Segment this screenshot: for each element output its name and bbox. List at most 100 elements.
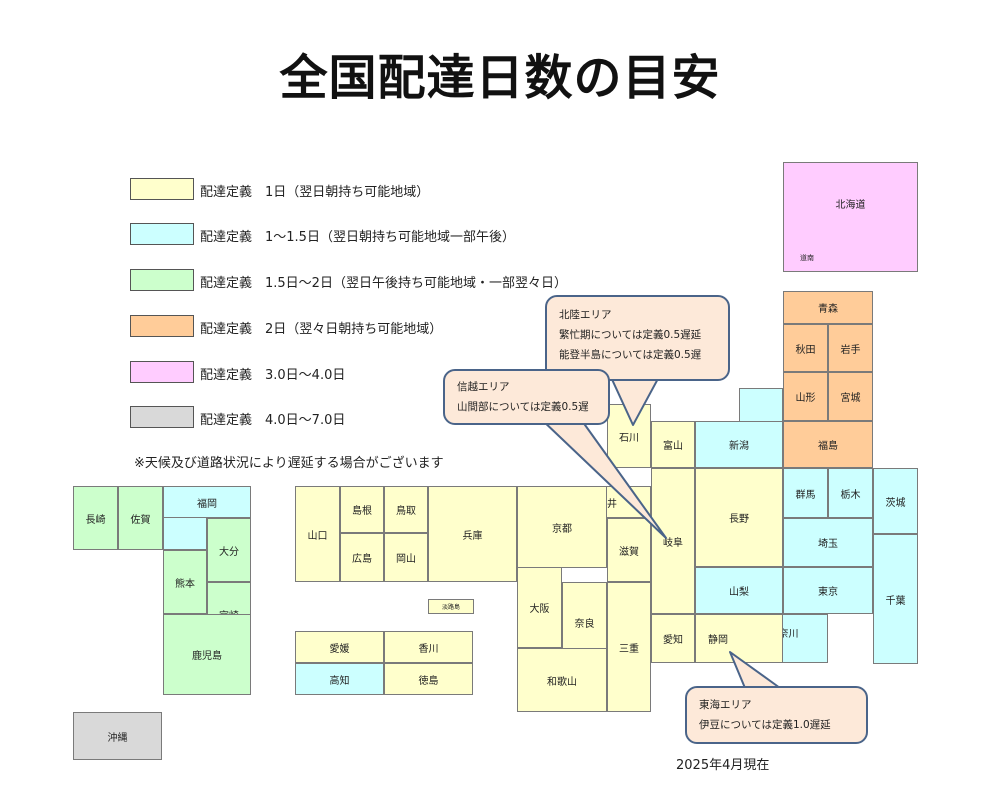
pref-nagano: 長野 <box>695 468 783 567</box>
pref-label: 愛知 <box>663 635 683 646</box>
pref-kagoshima: 鹿児島 <box>163 614 251 695</box>
pref-label: 淡路島 <box>441 604 460 611</box>
pref-label: 福岡 <box>197 498 217 510</box>
pref-ehime: 愛媛 <box>295 631 384 663</box>
pref-akita: 秋田 <box>783 324 828 372</box>
pref-wakayama: 和歌山 <box>517 648 607 712</box>
callout-line: 繁忙期については定義0.5遅延 <box>559 329 702 341</box>
pref-kagawa: 香川 <box>384 631 473 663</box>
pref-label: 富山 <box>663 441 683 452</box>
pref-tottori: 鳥取 <box>384 486 428 533</box>
pref-label: 北海道 <box>835 200 866 211</box>
pref-awajishima: 淡路島 <box>428 599 474 614</box>
pref-gifu: 岐阜 <box>651 468 695 614</box>
pref-mie: 三重 <box>607 582 651 712</box>
pref-label: 静岡 <box>708 635 728 646</box>
callout-title: 東海エリア <box>699 699 752 711</box>
pref-kumamoto: 熊本 <box>163 550 207 614</box>
pref-label: 群馬 <box>795 489 816 501</box>
pref-label: 千葉 <box>885 595 906 607</box>
pref-label: 京都 <box>552 523 572 535</box>
pref-label: 滋賀 <box>619 546 639 558</box>
pref-label: 香川 <box>418 643 439 655</box>
pref-miyagi: 宮城 <box>828 372 873 421</box>
pref-label: 長野 <box>729 514 749 525</box>
legend-label: 配達定義 2日（翌々日朝持ち可能地域） <box>200 322 443 337</box>
pref-label: 東京 <box>818 587 838 598</box>
pref-label: 栃木 <box>840 489 861 501</box>
pref-iwate: 岩手 <box>828 324 873 372</box>
pref-fukuoka: 福岡 <box>163 486 251 518</box>
pref-label: 三重 <box>619 643 639 655</box>
pref-shizuoka: 静岡 <box>695 614 783 663</box>
pref-kyoto: 京都 <box>517 486 607 568</box>
pref-osaka: 大阪 <box>517 567 562 648</box>
pref-tokushima: 徳島 <box>384 663 473 695</box>
pref-hyogo: 兵庫 <box>428 486 517 582</box>
callout-title: 北陸エリア <box>559 309 612 321</box>
pref-label: 鳥取 <box>396 506 416 517</box>
pref-label: 道南 <box>800 254 814 262</box>
pref-label: 島根 <box>352 506 372 517</box>
pref-label: 鹿児島 <box>192 651 222 662</box>
pref-ishikawa: 石川 <box>607 404 651 468</box>
pref-label: 高知 <box>329 675 350 687</box>
legend-swatch-yellow <box>130 178 194 200</box>
pref-kochi: 高知 <box>295 663 384 695</box>
delay-note: ※天候及び道路状況により遅延する場合がございます <box>134 456 444 471</box>
pref-label: 秋田 <box>795 344 816 356</box>
pref-yamanashi: 山梨 <box>695 567 783 614</box>
pref-tochigi: 栃木 <box>828 468 873 518</box>
legend-swatch-gray <box>130 406 194 428</box>
legend-label: 配達定義 3.0日～4.0日 <box>200 368 346 383</box>
pref-label: 岡山 <box>396 554 416 565</box>
pref-label: 大分 <box>219 546 239 558</box>
pref-label: 愛媛 <box>329 643 350 655</box>
pref-label: 宮城 <box>840 393 861 404</box>
pref-fukuoka-lower <box>163 518 207 550</box>
pref-label: 徳島 <box>418 675 439 687</box>
pref-dounan: 道南 <box>783 243 831 273</box>
callout-shinetsu: 信越エリア 山間部については定義0.5遅 <box>443 369 610 425</box>
callout-line: 山間部については定義0.5遅 <box>457 401 589 413</box>
pref-saitama: 埼玉 <box>783 518 873 567</box>
pref-label: 埼玉 <box>818 539 838 550</box>
pref-oita: 大分 <box>207 518 251 582</box>
pref-okinawa: 沖縄 <box>73 712 162 760</box>
pref-yamagata: 山形 <box>783 372 828 421</box>
pref-shiga: 滋賀 <box>607 518 651 582</box>
callout-title: 信越エリア <box>457 381 510 393</box>
pref-shimane: 島根 <box>340 486 384 533</box>
legend-label: 配達定義 4.0日～7.0日 <box>200 413 346 428</box>
pref-label: 神奈川 <box>768 629 799 640</box>
pref-saga: 佐賀 <box>118 486 163 550</box>
pref-nagasaki: 長崎 <box>73 486 118 550</box>
pref-gunma: 群馬 <box>783 468 828 518</box>
pref-okayama: 岡山 <box>384 533 428 582</box>
pref-label: 山口 <box>307 530 328 542</box>
as-of-date: 2025年4月現在 <box>676 758 770 773</box>
pref-yamaguchi: 山口 <box>295 486 340 582</box>
pref-label: 山形 <box>795 393 816 404</box>
legend-swatch-cyan <box>130 223 194 245</box>
pref-aomori: 青森 <box>783 291 873 324</box>
pref-label: 広島 <box>352 554 372 565</box>
legend-swatch-green <box>130 269 194 291</box>
pref-hiroshima: 広島 <box>340 533 384 582</box>
callout-hokuriku: 北陸エリア 繁忙期については定義0.5遅延 能登半島については定義0.5遅 <box>545 295 730 381</box>
page-title: 全国配達日数の目安 <box>279 50 721 106</box>
pref-niigata-north <box>739 388 783 422</box>
pref-label: 沖縄 <box>107 732 128 744</box>
legend-label: 配達定義 1～1.5日（翌日朝持ち可能地域一部午後） <box>200 230 515 245</box>
legend-swatch-pink <box>130 361 194 383</box>
callout-line: 伊豆については定義1.0遅延 <box>699 719 831 731</box>
pref-label: 岩手 <box>840 344 861 356</box>
pref-ibaraki: 茨城 <box>873 468 918 534</box>
pref-label: 新潟 <box>729 441 749 452</box>
pref-label: 石川 <box>619 432 639 444</box>
pref-label: 山梨 <box>729 587 749 598</box>
pref-label: 茨城 <box>885 497 906 509</box>
pref-toyama: 富山 <box>651 421 695 468</box>
pref-tokyo: 東京 <box>783 567 873 614</box>
callout-line: 能登半島については定義0.5遅 <box>559 349 702 361</box>
